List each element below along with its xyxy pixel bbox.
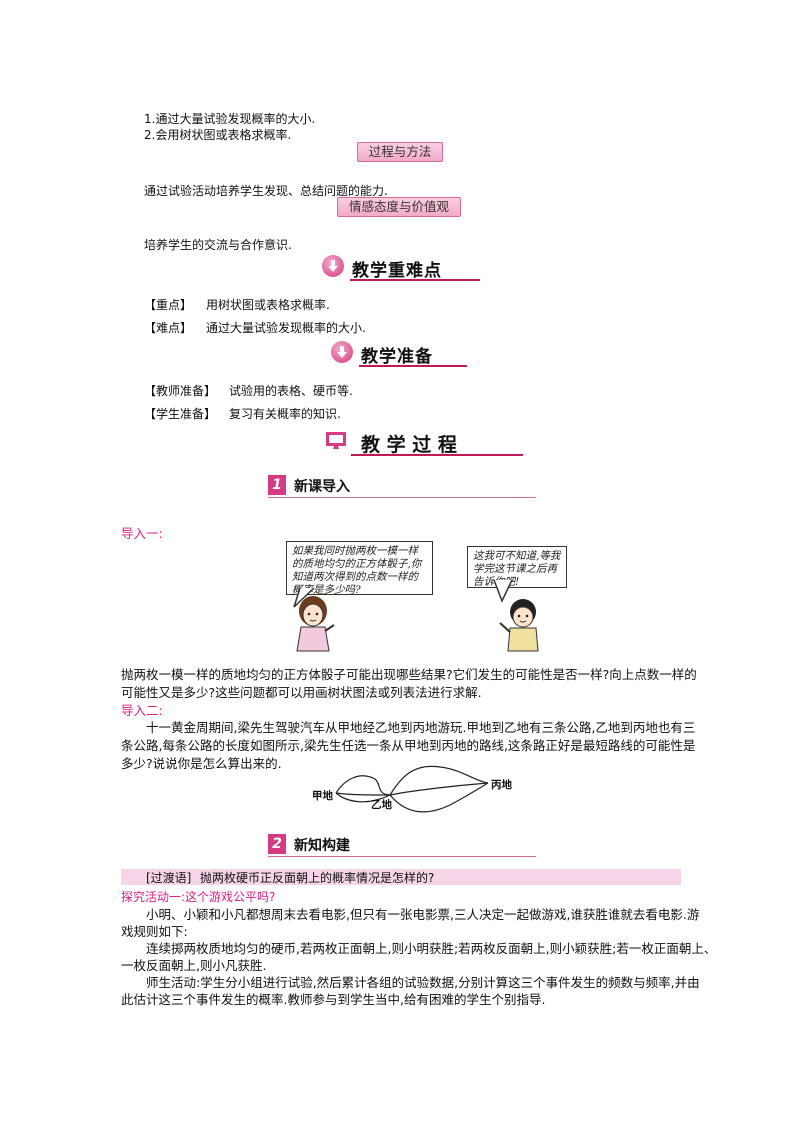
intro-1-line-1: 抛两枚一模一样的质地均匀的正方体骰子可能出现哪些结果?它们发生的可能性是否一样?…: [121, 667, 697, 682]
section-1-title: 新课导入: [294, 479, 350, 495]
intro-1-label: 导入一:: [121, 526, 163, 541]
heading-rule: [268, 497, 536, 498]
attitude-badge: 情感态度与价值观: [337, 197, 461, 217]
intro-2-line-1: 十一黄金周期间,梁先生驾驶汽车从甲地经乙地到丙地游玩.甲地到乙地有三条公路,乙地…: [146, 720, 696, 735]
section-2-heading: 2 新知构建: [268, 834, 536, 858]
heading-rule: [351, 454, 523, 456]
section-1-heading: 1 新课导入: [268, 475, 536, 499]
teaching-process-title: 教 学 过 程: [361, 434, 457, 456]
intro-2-line-2: 条公路,每条公路的长度如图所示,梁先生任选一条从甲地到丙地的路线,这条路正好是最…: [121, 738, 696, 753]
cartoon-illustration: [293, 579, 539, 652]
activity-title: 探究活动一:这个游戏公平吗?: [121, 890, 276, 904]
section-number: 1: [268, 475, 286, 495]
objective-item-1: 1.通过大量试验发现概率的大小.: [144, 112, 316, 126]
down-arrow-icon: [331, 341, 353, 363]
paragraph-2-line-2: 一枚反面朝上,则小凡获胜.: [121, 958, 267, 973]
transition-bar: [121, 869, 681, 885]
difficult-point-text: 通过大量试验发现概率的大小.: [206, 321, 366, 335]
teaching-process-heading: 教 学 过 程: [325, 429, 523, 459]
road-map-figure: [335, 765, 489, 813]
teacher-prep-text: 试验用的表格、硬币等.: [229, 384, 353, 398]
difficult-point-label: 【难点】: [144, 321, 193, 335]
intro-1-line-2: 可能性又是多少?这些问题都可以用画树状图法或列表法进行求解.: [121, 685, 482, 700]
paragraph-2-line-1: 连续掷两枚质地均匀的硬币,若两枚正面朝上,则小明获胜;若两枚反面朝上,则小颖获胜…: [146, 941, 717, 956]
paragraph-1-line-1: 小明、小颖和小凡都想周末去看电影,但只有一张电影票,三人决定一起做游戏,谁获胜谁…: [146, 907, 700, 922]
process-method-badge: 过程与方法: [357, 142, 443, 162]
map-label-a: 甲地: [312, 790, 333, 802]
paragraph-3-line-2: 此估计这三个事件发生的概率.教师参与到学生当中,给有困难的学生个别指导.: [121, 992, 546, 1007]
speech-bubble-right: 这我可不知道,等我学完这节课之后再告诉你吧!: [467, 546, 567, 588]
preparation-heading: 教学准备: [331, 341, 471, 367]
key-point-label: 【重点】: [144, 298, 193, 312]
heading-rule: [268, 856, 536, 857]
section-2-title: 新知构建: [294, 838, 350, 854]
process-method-text: 通过试验活动培养学生发现、总结问题的能力.: [144, 184, 388, 198]
heading-rule: [359, 365, 467, 367]
paragraph-3-line-1: 师生活动:学生分小组进行试验,然后累计各组的试验数据,分别计算这三个事件发生的频…: [146, 975, 700, 990]
student-prep-label: 【学生准备】: [144, 407, 217, 421]
intro-2-line-3: 多少?说说你是怎么算出来的.: [121, 756, 282, 771]
objective-item-2: 2.会用树状图或表格求概率.: [144, 128, 292, 142]
boy-figure: [499, 599, 539, 652]
map-label-c: 丙地: [491, 779, 512, 791]
key-difficult-title: 教学重难点: [352, 261, 442, 281]
student-prep-text: 复习有关概率的知识.: [229, 407, 341, 421]
paragraph-1-line-2: 戏规则如下:: [121, 924, 188, 939]
preparation-title: 教学准备: [361, 347, 433, 367]
attitude-text: 培养学生的交流与合作意识.: [144, 238, 292, 252]
girl-figure: [296, 596, 335, 652]
key-difficult-heading: 教学重难点: [322, 255, 482, 281]
map-label-b: 乙地: [371, 799, 392, 811]
intro-2-label: 导入二:: [121, 703, 163, 718]
monitor-icon: [326, 432, 346, 449]
transition-text: 抛两枚硬币正反面朝上的概率情况是怎样的?: [200, 871, 435, 885]
key-point-text: 用树状图或表格求概率.: [206, 298, 330, 312]
section-number: 2: [268, 834, 286, 854]
teacher-prep-label: 【教师准备】: [144, 384, 217, 398]
transition-label: [过渡语]: [146, 871, 192, 885]
heading-rule: [350, 279, 480, 281]
down-arrow-icon: [322, 255, 344, 277]
